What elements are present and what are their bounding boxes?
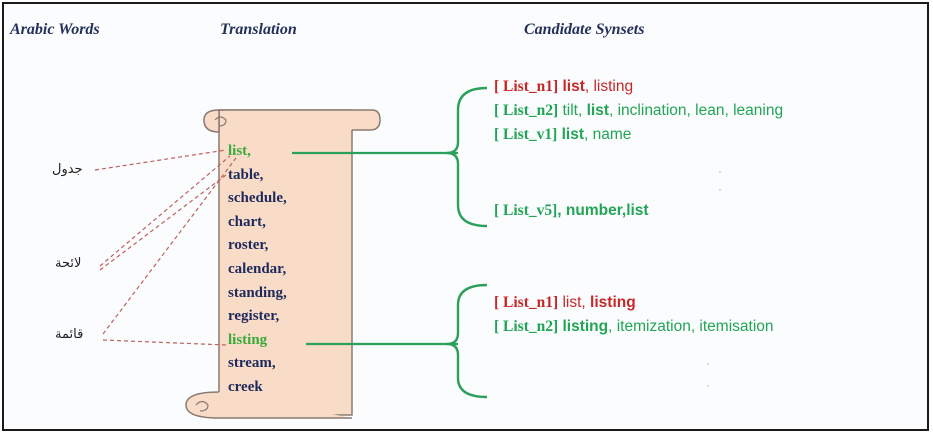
synset-word: , inclination, lean, leaning (609, 102, 784, 119)
scroll-top-curl (214, 116, 227, 127)
synset-id: [ List_n2] (494, 318, 559, 335)
bracket-listing (446, 283, 488, 399)
translation-word: standing, (228, 284, 287, 301)
synset-id: [ List_n2] (494, 102, 559, 119)
synset-id: [ List_n1] (494, 294, 559, 311)
synset-line: [ List_n1] list, listing (494, 294, 636, 312)
synset-headword: listing (558, 318, 609, 335)
header-translation: Translation (220, 21, 297, 38)
link-laiha-list (99, 155, 231, 267)
synset-id: [ List_v1] (494, 126, 558, 143)
bracket-list (446, 86, 488, 228)
ellipsis-dot: · (718, 164, 722, 178)
translation-word: roster, (228, 237, 269, 254)
synset-word: list, (558, 294, 591, 311)
alignment-links (94, 149, 237, 346)
diagram-frame (2, 2, 929, 431)
ellipsis-dot: · (718, 182, 722, 196)
arabic-word-qaima: قائمة (55, 327, 84, 342)
synset-line: [ List_n2] listing, itemization, itemisa… (494, 318, 774, 336)
link-qaima-listing (102, 339, 227, 346)
synset-headword: list (586, 102, 609, 119)
translation-word: stream, (228, 355, 276, 372)
synset-line: [ List_v5], number,list (494, 202, 649, 220)
scroll-bottom-curl (195, 400, 209, 412)
translation-word: table, (228, 166, 264, 183)
synset-headword: list (557, 126, 584, 143)
synset-line: [ List_v1] list, name (494, 126, 631, 144)
link-laiha-table (99, 174, 227, 271)
scroll-top-roll (203, 109, 381, 133)
synset-headword: listing (590, 294, 636, 311)
synset-word: , name (584, 126, 632, 143)
link-jadwal-list (94, 149, 227, 171)
link-qaima-list (102, 157, 237, 335)
arabic-word-jadwal: جدول (52, 162, 83, 177)
scroll-bottom-roll (185, 391, 352, 419)
synset-word: tilt, (558, 102, 587, 119)
translation-word: register, (228, 308, 280, 325)
translation-word: schedule, (228, 190, 287, 207)
synset-word: , listing (584, 78, 634, 95)
ellipsis-dot: · (706, 378, 710, 392)
synset-line: [ List_n2] tilt, list, inclination, lean… (494, 102, 783, 120)
arabic-word-laiha: لائحة (55, 256, 82, 271)
ellipsis-dot: · (706, 356, 710, 370)
header-candidate-synsets: Candidate Synsets (524, 21, 645, 38)
synset-id: [ List_n1] (494, 78, 559, 95)
synset-word: , itemization, itemisation (608, 318, 774, 335)
translation-word: list, (228, 143, 251, 159)
translation-word: calendar, (228, 261, 287, 277)
translation-word: listing (228, 331, 268, 348)
synset-id: [ List_v5] (494, 202, 558, 219)
header-arabic-words: Arabic Words (10, 21, 100, 38)
synset-headword: list (558, 78, 585, 95)
synset-headword: , number,list (557, 202, 649, 219)
synset-line: [ List_n1] list, listing (494, 78, 633, 96)
translation-word: chart, (228, 213, 266, 230)
translation-word: creek (228, 379, 263, 395)
